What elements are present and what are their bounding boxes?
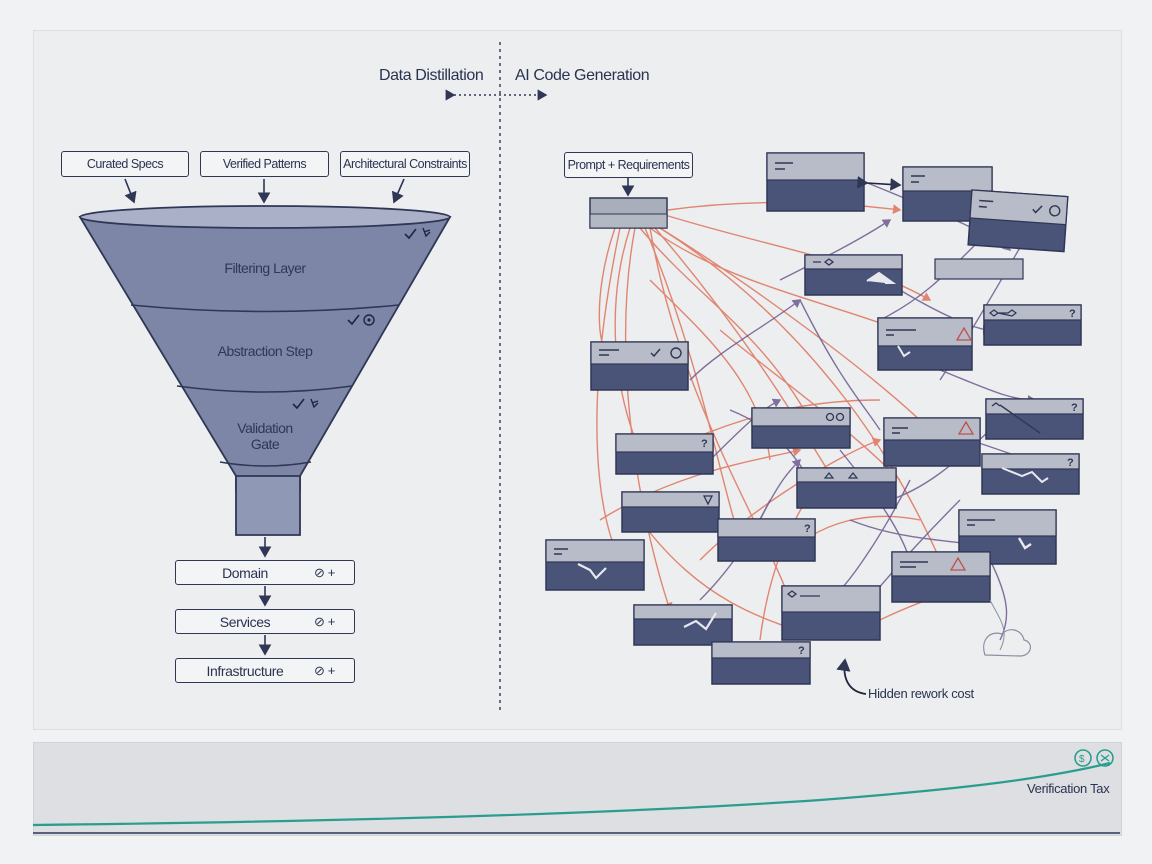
code-block [934,258,1024,280]
cloud-sketch-icon [983,629,1031,657]
code-block: ? [615,433,714,475]
code-block [883,417,981,467]
prompt-requirements: Prompt + Requirements [564,152,693,178]
code-block: ? [983,304,1082,346]
code-block [621,491,720,533]
svg-text:?: ? [1071,402,1078,414]
hidden-rework-cost-label: Hidden rework cost [868,686,974,701]
stage-validation-gate: Validation Gate [237,420,293,452]
svg-text:?: ? [804,523,811,535]
code-block [877,317,973,371]
clock-icon [1096,749,1114,767]
annotation-arrow [836,658,867,695]
code-block [545,539,645,591]
code-block [804,254,903,296]
code-block [633,604,733,646]
check-plus-icon: ⊘ + [314,613,335,629]
verification-tax-curve [32,761,1111,827]
svg-text:?: ? [1067,457,1074,469]
check-plus-icon: ⊘ + [314,662,335,678]
code-block [766,152,865,212]
stage-abstraction-step: Abstraction Step [217,343,313,359]
code-block: ? [981,453,1080,495]
code-blocks: ? ? [545,152,1084,685]
code-block: ? [711,641,811,685]
code-block [751,407,851,449]
input-verified-patterns: Verified Patterns [200,151,329,177]
layer-label: Domain [222,564,268,581]
check-plus-icon: ⊘ + [314,564,335,580]
check-icon [404,228,417,240]
svg-text:?: ? [1069,308,1076,320]
svg-text:?: ? [798,645,805,657]
input-curated-specs: Curated Specs [61,151,189,177]
code-block [781,585,881,641]
verification-tax-label: Verification Tax [1027,781,1110,796]
target-icon [363,314,375,326]
layer-label: Infrastructure [206,662,284,679]
stage-filtering-layer: Filtering Layer [224,260,306,276]
layer-domain: Domain ⊘ + [175,560,355,585]
header-data-distillation: Data Distillation [379,67,484,84]
code-block [590,341,689,391]
input-architectural-constraints: Architectural Constraints [340,151,470,177]
pin-icon [310,398,319,409]
code-block [967,189,1069,253]
svg-text:$: $ [1079,754,1085,765]
code-block: ? [717,518,816,562]
prompt-output-box [589,197,668,229]
code-block: ? [985,398,1084,440]
check-icon [347,314,360,326]
layer-label: Services [219,613,271,630]
code-block [796,467,897,509]
header-ai-code-generation: AI Code Generation [515,67,650,84]
code-block [891,551,991,603]
pin-icon [422,227,431,238]
dollar-icon [1074,749,1092,767]
layer-services: Services ⊘ + [175,609,355,634]
layer-infrastructure: Infrastructure ⊘ + [175,658,355,683]
check-icon [292,398,305,410]
funnel [78,205,452,536]
svg-text:?: ? [701,438,708,450]
